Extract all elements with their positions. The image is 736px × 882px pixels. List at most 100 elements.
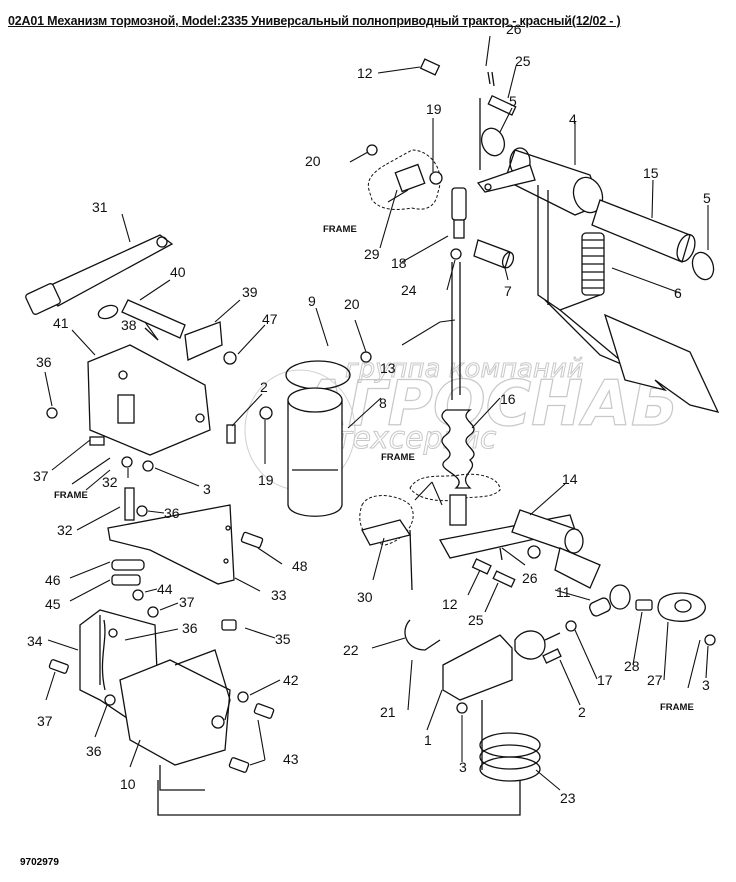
callout: 20 (344, 296, 360, 312)
part-bolt-2-b (542, 648, 562, 664)
part-snap-ring-5-left (480, 127, 506, 157)
part-bolt-19-a (259, 406, 273, 420)
watermark-line2: АГРОСНАБ (295, 367, 678, 440)
callout: 15 (643, 165, 659, 181)
part-nut-3-c (456, 702, 468, 714)
leader-lines (44, 35, 709, 791)
callout: 47 (262, 311, 278, 327)
callout: 34 (27, 633, 43, 649)
part-shaft-40 (97, 299, 186, 339)
callout: 3 (203, 481, 211, 497)
callout: 32 (102, 474, 118, 490)
callout: 36 (36, 354, 52, 370)
callout: 37 (179, 594, 195, 610)
callout: 38 (121, 317, 137, 333)
callout: 29 (364, 246, 380, 262)
callout: 36 (86, 743, 102, 759)
callout: 23 (560, 790, 576, 806)
callout: 18 (391, 255, 407, 271)
callout: 46 (45, 572, 61, 588)
part-valve-30 (359, 495, 414, 591)
part-pin-25-bottom (492, 570, 516, 588)
callout: 36 (164, 505, 180, 521)
callout: 42 (283, 672, 299, 688)
frame-label: FRAME (660, 702, 694, 713)
part-brake-line-23 (157, 700, 541, 816)
part-nut-36-d (104, 694, 116, 706)
callout: 21 (380, 704, 396, 720)
callout: 1 (424, 732, 432, 748)
part-pedal-arm-4 (476, 147, 604, 216)
part-nut-42 (237, 691, 249, 703)
callout: 14 (562, 471, 578, 487)
part-nut-44 (132, 589, 144, 601)
callout: 32 (57, 522, 73, 538)
callout: 4 (569, 111, 577, 127)
callout: 41 (53, 315, 69, 331)
frame-label: FRAME (381, 452, 415, 463)
part-bracket-41 (87, 344, 211, 456)
part-valve-29 (367, 149, 443, 211)
callout: 26 (506, 21, 522, 37)
part-clamp-45 (111, 574, 141, 586)
part-cotter-26-bottom (499, 547, 503, 561)
callout: 11 (556, 584, 571, 600)
part-nut-32-a (121, 456, 133, 468)
part-bushing-7 (473, 239, 515, 269)
part-nut-36-c (108, 628, 118, 638)
part-nut-20-top (366, 144, 378, 156)
callout: 33 (271, 587, 287, 603)
callout: 2 (260, 379, 268, 395)
callout: 6 (674, 285, 682, 301)
part-nut-17 (565, 620, 577, 632)
callout: 27 (647, 672, 663, 688)
part-bolt-37-c (48, 659, 69, 674)
part-bolt-48 (240, 531, 264, 549)
part-rod-13 (451, 262, 461, 400)
callout: 36 (182, 620, 198, 636)
part-bolt-37-a (89, 436, 105, 446)
callout: 2 (578, 704, 586, 720)
callout: 45 (45, 596, 61, 612)
part-clamp-22 (404, 619, 441, 651)
callout: 28 (624, 658, 640, 674)
callout: 12 (442, 596, 458, 612)
part-plate-46 (111, 559, 145, 571)
part-tube-15 (591, 199, 696, 263)
callout: 40 (170, 264, 186, 280)
callout: 3 (459, 759, 467, 775)
part-bolt-35 (221, 619, 237, 631)
callout: 16 (500, 391, 516, 407)
part-cotter-26-top (487, 71, 517, 116)
callout: 26 (522, 570, 538, 586)
part-boot-16 (409, 409, 501, 526)
part-snap-ring-5-right (691, 251, 715, 281)
part-nut-3-b (704, 634, 716, 646)
part-pawl-38 (144, 327, 159, 341)
part-bolt-2-a (226, 424, 236, 444)
callout: 48 (292, 558, 308, 574)
part-handbrake-lever-31 (25, 234, 174, 315)
callout: 9 (308, 293, 316, 309)
callout: 25 (468, 612, 484, 628)
watermark-line1: группа компаний (345, 354, 584, 384)
frame-label: FRAME (54, 490, 88, 501)
part-bolt-43-a (253, 703, 275, 719)
callout: 5 (703, 190, 711, 206)
part-nut-11 (527, 545, 541, 559)
callout: 5 (509, 93, 517, 109)
part-cross-shaft-14 (438, 509, 601, 589)
callout: 20 (305, 153, 321, 169)
part-pin-12-top (419, 58, 441, 76)
callout: 10 (120, 776, 136, 792)
part-washer-47 (223, 351, 237, 365)
part-bolt-28 (635, 599, 653, 611)
page-title: 02A01 Механизм тормозной, Model:2335 Уни… (8, 14, 621, 28)
part-bolt-37-b (147, 606, 159, 618)
callout: 35 (275, 631, 291, 647)
part-clevis-18 (451, 187, 467, 239)
part-bolt-43-b (228, 757, 250, 773)
callout: 13 (380, 360, 396, 376)
callout: 3 (702, 677, 710, 693)
part-rod-32-b (124, 487, 135, 521)
